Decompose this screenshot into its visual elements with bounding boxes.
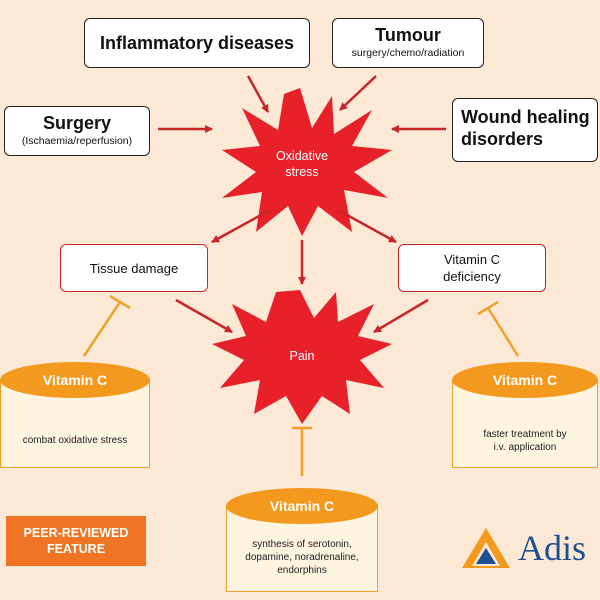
- arrow-oxidative-to-deficiency: [337, 208, 397, 244]
- oxidative-stress-burst: [222, 88, 392, 236]
- cylinder-vitamin-c-right: Vitamin C faster treatment by i.v. appli…: [452, 362, 598, 468]
- pain-label: Pain: [289, 349, 315, 363]
- wound-title-line2: disorders: [461, 129, 544, 149]
- wound-title-line1: Wound healing: [461, 107, 590, 127]
- cylinder-bottom-desc-line1: synthesis of serotonin,: [252, 539, 352, 550]
- box-tumour: Tumour surgery/chemo/radiation: [332, 18, 484, 68]
- cylinder-right-desc-line1: faster treatment by: [483, 429, 567, 440]
- tumour-subtitle: surgery/chemo/radiation: [351, 47, 465, 59]
- cylinder-vitamin-c-left: Vitamin C combat oxidative stress: [0, 362, 150, 468]
- inhibit-right-to-deficiency: [477, 300, 520, 357]
- cylinder-bottom-title: Vitamin C: [226, 488, 378, 524]
- adis-logo-icon: [462, 528, 510, 568]
- box-inflammatory-diseases: Inflammatory diseases: [84, 18, 310, 68]
- box-surgery: Surgery (Ischaemia/reperfusion): [4, 106, 150, 156]
- cylinder-bottom-desc-line3: endorphins: [277, 565, 327, 576]
- arrow-deficiency-to-pain: [373, 298, 429, 334]
- badge-line2: FEATURE: [46, 542, 106, 556]
- tumour-title: Tumour: [375, 25, 441, 45]
- adis-logo-text: Adis: [518, 528, 587, 568]
- oxidative-stress-label: Oxidative stress: [256, 148, 348, 180]
- cylinder-right-desc: faster treatment by i.v. application: [456, 428, 594, 454]
- surgery-title: Surgery: [42, 113, 112, 133]
- oxidative-line1: Oxidative: [275, 149, 329, 163]
- cylinder-bottom-desc: synthesis of serotonin, dopamine, noradr…: [230, 538, 374, 577]
- deficiency-line2: deficiency: [443, 269, 501, 284]
- badge-line1: PEER-REVIEWED: [23, 526, 129, 540]
- arrow-inflammatory-to-oxidative: [246, 75, 270, 113]
- cylinder-right-desc-line2: i.v. application: [493, 442, 557, 453]
- cylinder-left-title: Vitamin C: [0, 362, 150, 398]
- cylinder-bottom-desc-line2: dopamine, noradrenaline,: [245, 552, 359, 563]
- cylinder-left-desc: combat oxidative stress: [22, 435, 128, 446]
- cylinder-right-title: Vitamin C: [452, 362, 598, 398]
- pain-burst: [212, 290, 392, 424]
- box-vitamin-c-deficiency: Vitamin C deficiency: [398, 244, 546, 292]
- surgery-subtitle: (Ischaemia/reperfusion): [21, 135, 133, 147]
- arrow-tumour-to-oxidative: [339, 75, 377, 111]
- adis-logo: Adis: [460, 526, 600, 574]
- inhibit-bottom-to-pain: [292, 426, 312, 476]
- inflammatory-title: Inflammatory diseases: [99, 33, 295, 53]
- arrow-tissue-damage-to-pain: [175, 298, 233, 334]
- oxidative-line2: stress: [285, 165, 319, 179]
- inhibit-left-to-tissue-damage: [82, 294, 131, 357]
- tissue-damage-label: Tissue damage: [89, 260, 179, 276]
- box-wound-healing: Wound healing disorders: [452, 98, 598, 162]
- arrow-oxidative-to-tissue-damage: [211, 208, 271, 244]
- peer-reviewed-badge: PEER-REVIEWED FEATURE: [6, 516, 146, 566]
- deficiency-line1: Vitamin C: [443, 252, 501, 267]
- cylinder-vitamin-c-bottom: Vitamin C synthesis of serotonin, dopami…: [226, 488, 378, 592]
- box-tissue-damage: Tissue damage: [60, 244, 208, 292]
